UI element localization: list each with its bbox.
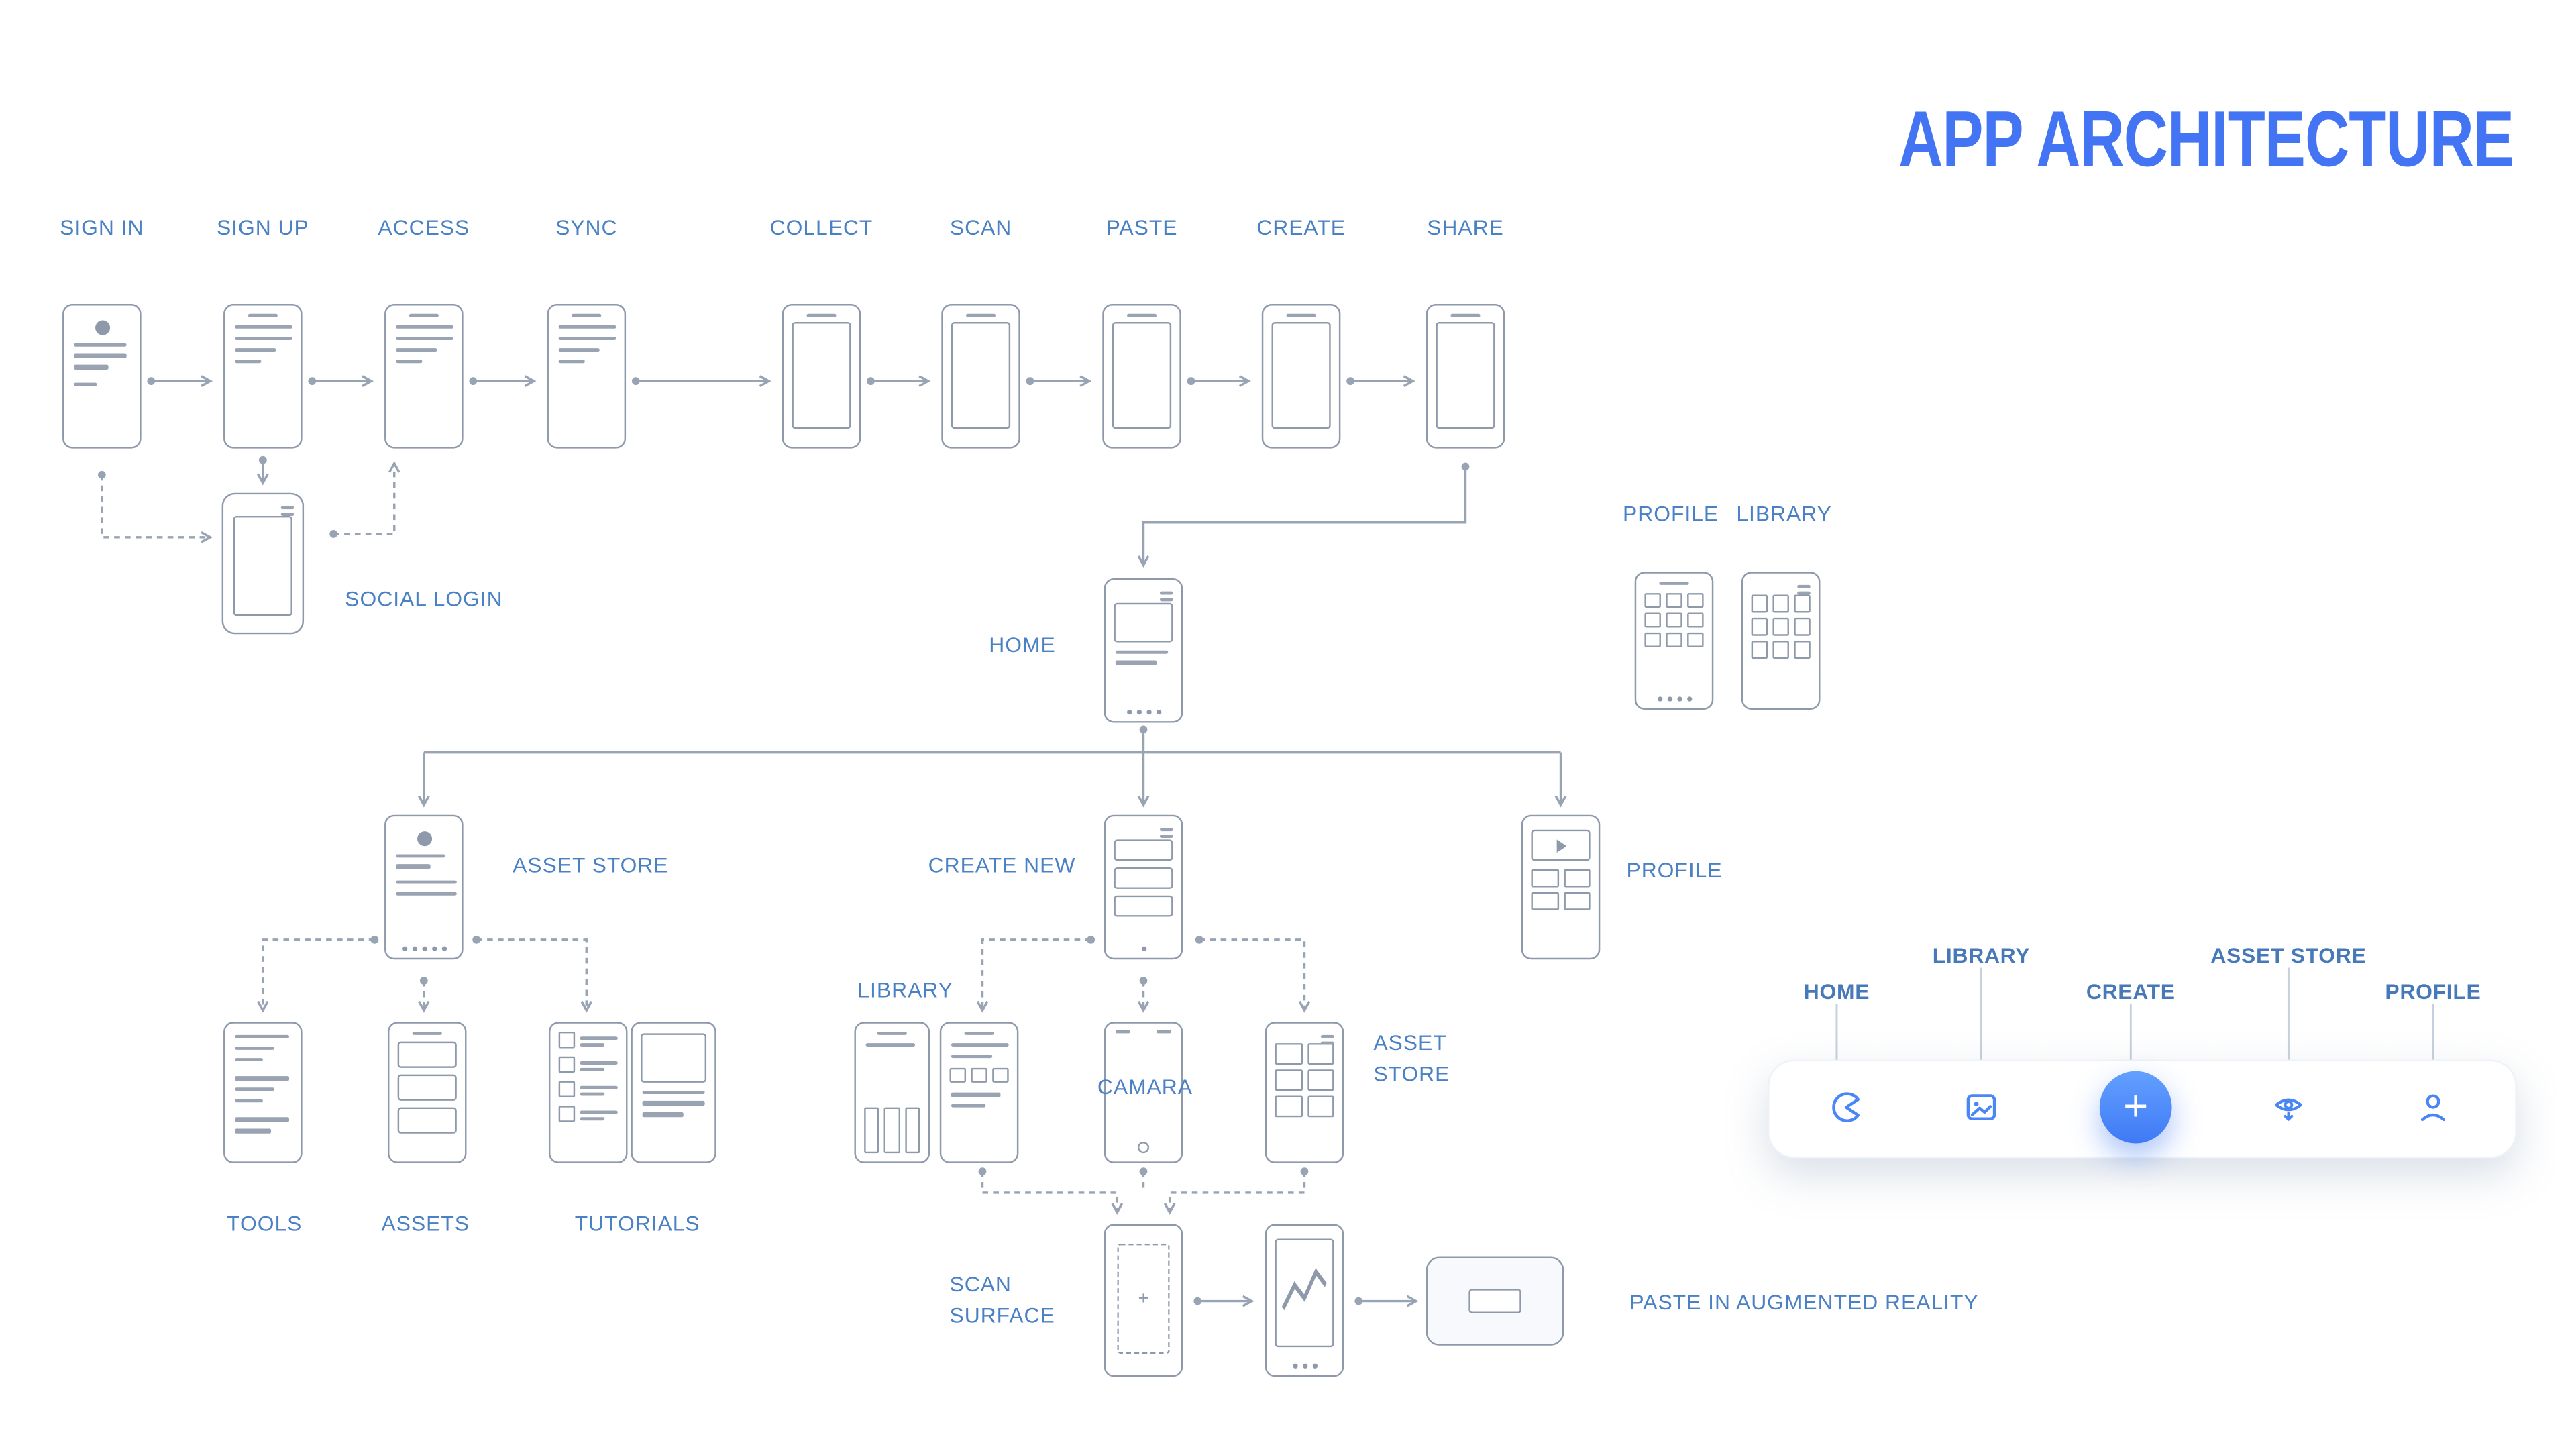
wireframe-social-login bbox=[221, 492, 305, 635]
label-tutorials: TUTORIALS bbox=[574, 1210, 700, 1236]
label-camera: CAMARA bbox=[1097, 1074, 1193, 1099]
wireframe-collect bbox=[782, 304, 861, 449]
nav-label-create: CREATE bbox=[2086, 979, 2176, 1004]
wireframe-access bbox=[384, 304, 464, 449]
label-profile-mid: PROFILE bbox=[1626, 857, 1723, 883]
eye-ar-icon bbox=[2269, 1087, 2308, 1127]
wireframe-ar-card bbox=[1426, 1256, 1564, 1346]
label-home: HOME bbox=[989, 632, 1056, 657]
wireframe-sync bbox=[547, 304, 627, 449]
image-icon bbox=[1962, 1087, 2001, 1127]
label-library-top: LIBRARY bbox=[1736, 500, 1832, 526]
label-collect: COLLECT bbox=[769, 215, 873, 240]
plus-icon: + bbox=[2099, 1071, 2172, 1144]
label-share: SHARE bbox=[1427, 215, 1504, 240]
logo-icon bbox=[1827, 1087, 1866, 1127]
label-paste: PASTE bbox=[1106, 215, 1178, 240]
label-create: CREATE bbox=[1256, 215, 1346, 240]
label-sign-in: SIGN IN bbox=[60, 215, 144, 240]
label-paste-ar: PASTE IN AUGMENTED REALITY bbox=[1629, 1289, 1979, 1315]
nav-label-profile: PROFILE bbox=[2385, 979, 2481, 1004]
label-access: ACCESS bbox=[378, 215, 470, 240]
chart-sketch-icon bbox=[1281, 1268, 1327, 1311]
wireframe-sign-up bbox=[223, 304, 303, 449]
wireframe-tools bbox=[223, 1022, 303, 1163]
wireframe-scan bbox=[941, 304, 1020, 449]
wireframe-create bbox=[1261, 304, 1341, 449]
wireframe-library-bottom-a bbox=[854, 1022, 930, 1163]
label-sign-up: SIGN UP bbox=[216, 215, 309, 240]
label-social-login: SOCIAL LOGIN bbox=[345, 586, 503, 612]
wireframe-library-top bbox=[1741, 572, 1821, 710]
wireframe-tutorials-a bbox=[548, 1022, 628, 1163]
wireframe-tutorials-b bbox=[631, 1022, 716, 1163]
nav-label-asset-store: ASSET STORE bbox=[2210, 943, 2367, 968]
label-library-bottom: LIBRARY bbox=[857, 977, 953, 1002]
wireframe-assets bbox=[387, 1022, 467, 1163]
label-profile-top: PROFILE bbox=[1623, 500, 1719, 526]
wireframe-camera bbox=[1104, 1022, 1183, 1163]
label-tools: TOOLS bbox=[227, 1210, 303, 1236]
wireframe-asset-store bbox=[384, 814, 464, 960]
page-title: APP ARCHITECTURE bbox=[1898, 97, 2514, 184]
label-asset-store-bottom: ASSET STORE bbox=[1373, 1030, 1450, 1086]
wireframe-asset-store-bottom bbox=[1265, 1022, 1344, 1163]
person-icon bbox=[2414, 1087, 2453, 1127]
wireframe-scan-surface bbox=[1104, 1224, 1183, 1377]
wireframe-share bbox=[1426, 304, 1505, 449]
nav-label-home: HOME bbox=[1803, 979, 1870, 1004]
wireframe-paste bbox=[1102, 304, 1181, 449]
wireframe-ar-preview bbox=[1265, 1224, 1344, 1377]
wireframe-sign-in bbox=[62, 304, 142, 449]
label-create-new: CREATE NEW bbox=[928, 853, 1076, 877]
wireframe-create-new bbox=[1104, 814, 1183, 960]
label-scan-surface: SCAN SURFACE bbox=[949, 1271, 1055, 1328]
label-sync: SYNC bbox=[555, 215, 618, 240]
wireframe-profile-mid bbox=[1521, 814, 1601, 960]
wireframe-home bbox=[1104, 578, 1183, 723]
label-scan: SCAN bbox=[949, 215, 1012, 240]
wireframe-profile-top bbox=[1634, 572, 1714, 710]
wireframe-library-bottom-b bbox=[939, 1022, 1019, 1163]
label-assets: ASSETS bbox=[381, 1210, 470, 1236]
label-asset-store: ASSET STORE bbox=[513, 853, 669, 877]
nav-label-library: LIBRARY bbox=[1932, 943, 2031, 968]
